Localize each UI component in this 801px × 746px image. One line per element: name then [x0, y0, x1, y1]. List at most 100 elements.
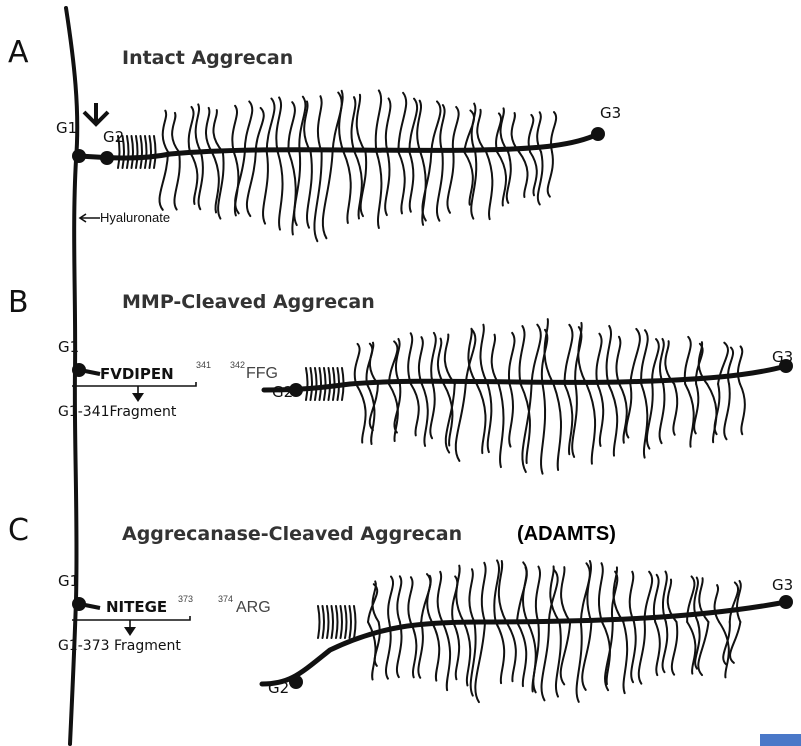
chondroitin-sulfate-chain	[561, 622, 570, 684]
chondroitin-sulfate-chain	[276, 97, 281, 152]
chondroitin-sulfate-chain	[442, 622, 450, 690]
keratan-sulfate-chain	[118, 136, 120, 168]
g3-domain	[779, 359, 793, 373]
chondroitin-sulfate-chain	[499, 384, 504, 467]
chondroitin-sulfate-chain	[533, 622, 539, 692]
chondroitin-sulfate-chain	[652, 339, 659, 384]
chondroitin-sulfate-chain	[480, 325, 487, 384]
chondroitin-sulfate-chain	[453, 622, 459, 679]
chondroitin-sulfate-chain	[447, 152, 453, 213]
chondroitin-sulfate-chain	[422, 384, 428, 446]
chondroitin-sulfate-chain	[446, 384, 455, 453]
keratan-sulfate-chain	[132, 136, 134, 168]
chondroitin-sulfate-chain	[687, 622, 695, 674]
chondroitin-sulfate-chain	[630, 572, 634, 622]
chondroitin-sulfate-chain	[619, 384, 626, 443]
chondroitin-sulfate-chain	[437, 152, 443, 221]
chondroitin-sulfate-chain	[408, 577, 412, 622]
panel-letter: A	[8, 35, 29, 70]
chondroitin-sulfate-chain	[512, 113, 520, 152]
panel-letter: B	[8, 285, 29, 320]
corner-thumbnail	[760, 734, 801, 746]
chondroitin-sulfate-chain	[464, 152, 473, 205]
chondroitin-sulfate-chain	[492, 335, 499, 384]
chondroitin-sulfate-chain	[507, 152, 511, 203]
g3-domain	[779, 595, 793, 609]
chondroitin-sulfate-chain	[245, 101, 252, 152]
chondroitin-sulfate-chain	[256, 108, 264, 152]
chondroitin-sulfate-chain	[397, 622, 402, 677]
keratan-sulfate-chain	[324, 368, 326, 400]
keratan-sulfate-chain	[315, 368, 317, 400]
g2-label: G2	[103, 128, 124, 146]
chondroitin-sulfate-chain	[542, 622, 549, 700]
chondroitin-sulfate-chain	[445, 334, 455, 384]
g3-domain	[591, 127, 605, 141]
panel-b: B MMP-Cleaved Aggrecan G1 G2 G3 FVDIPEN …	[8, 285, 793, 474]
chondroitin-sulfate-chain	[641, 330, 648, 384]
chondroitin-sulfate-chain	[189, 107, 194, 152]
panel-letter: C	[8, 513, 29, 548]
chondroitin-sulfate-chain	[724, 384, 730, 439]
chondroitin-sulfate-chain	[672, 622, 677, 675]
keratan-sulfate-chain	[145, 136, 147, 168]
chondroitin-sulfate-chain	[509, 333, 515, 384]
chondroitin-sulfate-chain	[475, 622, 485, 702]
right-sequence: ARG	[236, 599, 271, 616]
chondroitin-sulfate-chain	[344, 152, 351, 223]
left-residue-number: 373	[178, 594, 193, 604]
chondroitin-sulfate-chain	[411, 384, 419, 435]
chondroitin-sulfate-chain	[496, 622, 505, 683]
chondroitin-sulfate-chain	[431, 333, 436, 384]
chondroitin-sulfate-chain	[199, 152, 203, 209]
chondroitin-sulfate-chain	[586, 384, 595, 464]
chondroitin-sulfate-chain	[616, 337, 620, 384]
chondroitin-sulfate-chain	[564, 325, 572, 384]
chondroitin-sulfate-chain	[314, 152, 321, 241]
chondroitin-sulfate-chain	[497, 152, 506, 206]
keratan-sulfate-chain	[327, 606, 329, 638]
chondroitin-sulfate-chain	[438, 339, 444, 384]
keratan-sulfate-chain	[345, 606, 347, 638]
keratan-sulfate-chain	[141, 136, 143, 168]
chondroitin-sulfate-chain	[685, 384, 694, 447]
chondroitin-sulfate-chain	[288, 102, 294, 152]
panel-title-suffix: (ADAMTS)	[517, 523, 616, 545]
chondroitin-sulfate-chain	[398, 152, 404, 213]
chondroitin-sulfate-chain	[409, 152, 413, 212]
keratan-sulfate-chain	[350, 606, 352, 638]
chondroitin-sulfate-chain	[213, 110, 222, 152]
keratan-sulfate-chain	[123, 136, 125, 168]
chondroitin-sulfate-chain	[278, 152, 283, 230]
chondroitin-sulfate-chain	[519, 152, 527, 197]
chondroitin-sulfate-chain	[532, 325, 541, 384]
chondroitin-sulfate-chain	[509, 384, 513, 447]
chondroitin-sulfate-chain	[655, 622, 660, 675]
keratan-sulfate-chain	[318, 606, 320, 638]
chondroitin-sulfate-chain	[432, 622, 439, 681]
chondroitin-sulfate-chain	[645, 572, 653, 622]
chondroitin-sulfate-chain	[519, 326, 524, 384]
chondroitin-sulfate-chain	[355, 344, 360, 384]
chondroitin-sulfate-chain	[486, 152, 492, 219]
left-sequence: NITEGE	[106, 598, 167, 616]
chondroitin-sulfate-chain	[730, 622, 740, 663]
right-residue-number: 342	[230, 360, 245, 370]
hyaluronate-label: Hyaluronate	[100, 210, 170, 225]
left-residue-number: 341	[196, 360, 211, 370]
chondroitin-sulfate-chain	[477, 110, 486, 152]
panel-a: A Intact Aggrecan G1 G2 G3 Hyaluronate	[8, 35, 621, 241]
chondroitin-sulfate-chain	[528, 622, 536, 691]
keratan-sulfate-chain	[323, 606, 325, 638]
keratan-sulfate-chain	[136, 136, 138, 168]
chondroitin-sulfate-chain	[639, 622, 645, 684]
keratan-sulfate-chain	[150, 136, 152, 168]
chondroitin-sulfate-chain	[386, 98, 391, 152]
chondroitin-sulfate-chain	[388, 577, 393, 622]
chondroitin-sulfate-chain	[411, 622, 417, 677]
chondroitin-sulfate-chain	[323, 152, 333, 238]
chondroitin-sulfate-chain	[694, 384, 698, 433]
chondroitin-sulfate-chain	[356, 384, 366, 443]
keratan-sulfate-chain	[311, 368, 313, 400]
keratan-sulfate-chain	[336, 606, 338, 638]
